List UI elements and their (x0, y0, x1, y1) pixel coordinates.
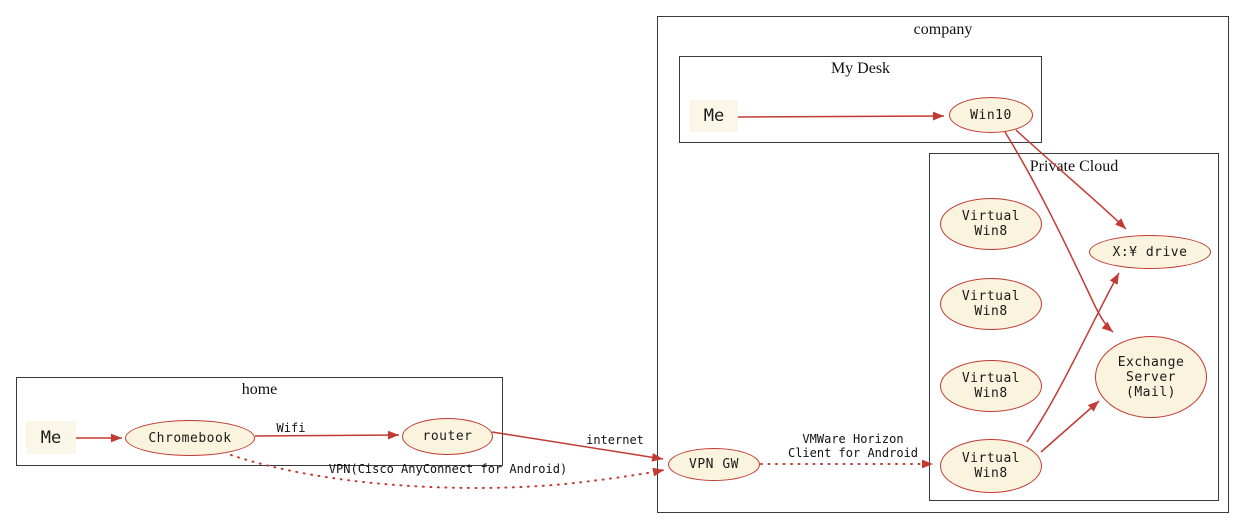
node-virtual-win8-1-line1: Virtual (961, 209, 1021, 224)
edge-label-horizon-line1: VMWare Horizon (802, 432, 904, 446)
node-virtual-win8-4-line2: Win8 (974, 466, 1008, 481)
edge-label-vpn-cisco: VPN(Cisco AnyConnect for Android) (328, 462, 568, 476)
node-vpn-gw: VPN GW (668, 448, 760, 481)
node-virtual-win8-4-line1: Virtual (961, 451, 1021, 466)
node-router: router (402, 418, 493, 455)
node-chromebook: Chromebook (125, 420, 255, 456)
node-x-drive: X:¥ drive (1089, 235, 1211, 269)
node-exchange-line1: Exchange (1117, 354, 1185, 370)
node-win10: Win10 (949, 97, 1033, 133)
node-me-company-label: Me (703, 106, 725, 126)
node-virtual-win8-3-line2: Win8 (974, 386, 1008, 401)
edge-label-horizon-line2: Client for Android (787, 446, 919, 460)
node-exchange-line2: Server (1126, 369, 1176, 385)
edge-label-internet: internet (586, 433, 644, 447)
edge-me-to-win10 (737, 111, 945, 121)
node-exchange-line3: (Mail) (1126, 384, 1176, 400)
node-virtual-win8-2-line1: Virtual (961, 289, 1021, 304)
node-win10-label: Win10 (970, 107, 1012, 123)
node-me-home: Me (26, 421, 76, 454)
node-virtual-win8-2-line2: Win8 (974, 304, 1008, 319)
node-exchange-server: Exchange Server (Mail) (1095, 336, 1207, 418)
cluster-home: home (16, 377, 503, 466)
edge-label-horizon: VMWare Horizon Client for Android (788, 432, 918, 460)
cluster-home-label: home (241, 381, 278, 398)
cluster-my-desk: My Desk (679, 56, 1042, 143)
node-me-company: Me (690, 100, 738, 132)
node-me-home-label: Me (40, 427, 62, 448)
node-vpn-gw-label: VPN GW (689, 457, 739, 472)
node-virtual-win8-1-line2: Win8 (974, 224, 1008, 239)
cluster-my-desk-label: My Desk (830, 60, 891, 77)
edge-chromebook-to-vpngw-dotted (230, 454, 665, 489)
node-router-label: router (422, 429, 473, 444)
node-virtual-win8-3-line1: Virtual (961, 371, 1021, 386)
edge-win10-to-exchange (1004, 131, 1114, 333)
cluster-company-label: company (913, 21, 973, 38)
edge-virtual-win8-to-xdrive (1026, 272, 1120, 443)
edge-router-to-vpngw (491, 431, 664, 462)
node-chromebook-label: Chromebook (148, 430, 232, 446)
edge-virtual-win8-to-exchange (1040, 400, 1100, 453)
edge-label-wifi: Wifi (276, 421, 306, 435)
node-virtual-win8-1: Virtual Win8 (940, 198, 1042, 250)
node-x-drive-label: X:¥ drive (1112, 244, 1188, 260)
node-virtual-win8-3: Virtual Win8 (940, 360, 1042, 412)
edge-win10-to-xdrive (1015, 129, 1127, 230)
edge-chromebook-to-router (254, 430, 400, 440)
node-virtual-win8-4: Virtual Win8 (940, 439, 1042, 493)
node-virtual-win8-2: Virtual Win8 (940, 278, 1042, 330)
cluster-company: company (657, 16, 1229, 513)
